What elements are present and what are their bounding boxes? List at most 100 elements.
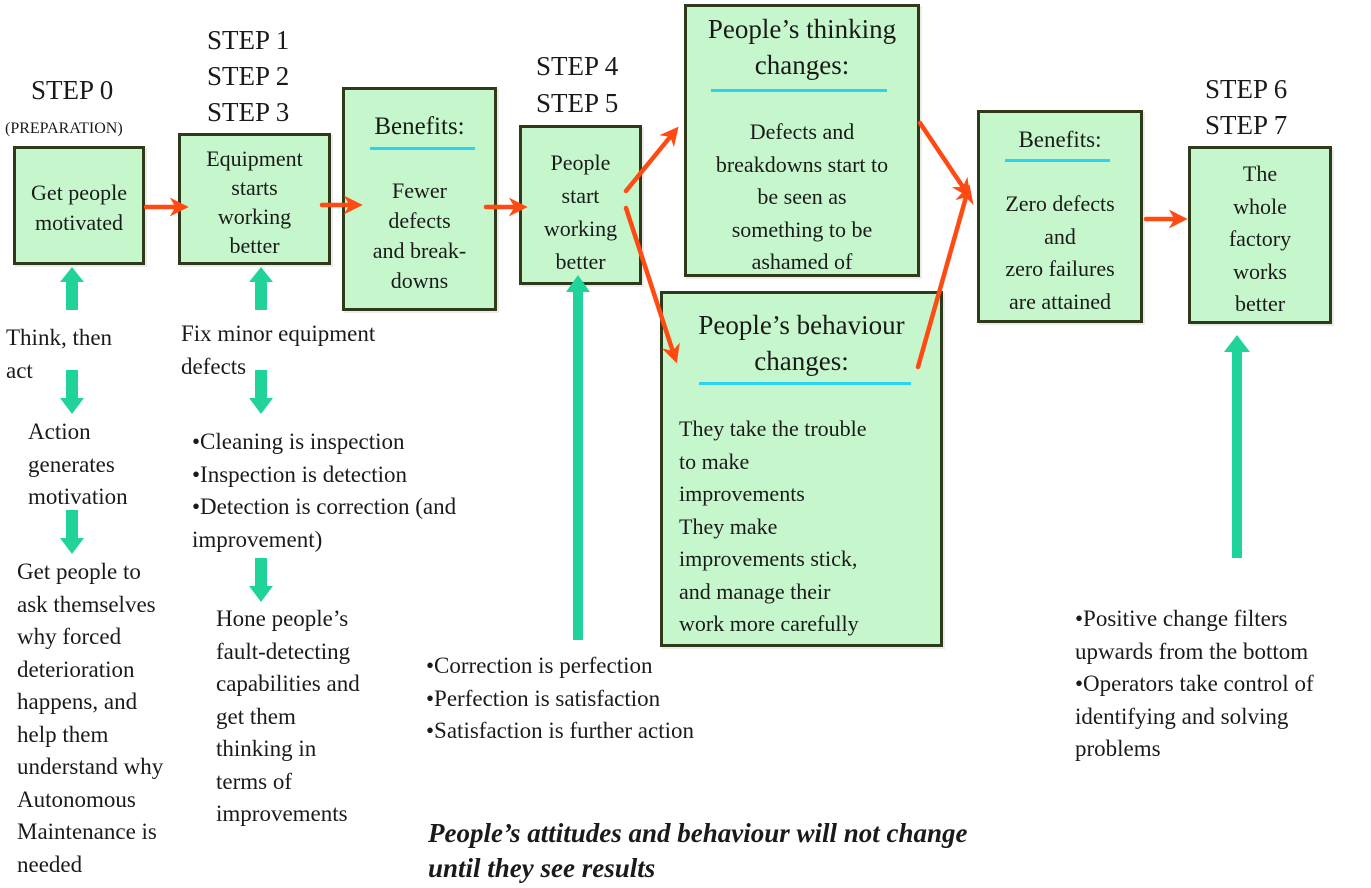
think-act-text: Think, then act bbox=[6, 322, 112, 387]
benefits-title-1: Benefits: bbox=[374, 113, 465, 140]
step-0-label: STEP 0 bbox=[31, 75, 114, 105]
box-line: Equipment bbox=[206, 146, 303, 171]
ann-line: thinking in bbox=[216, 736, 317, 761]
box-line: are attained bbox=[1009, 288, 1111, 314]
step-4-label: STEP 4 bbox=[536, 51, 619, 81]
thinking-lines: Defects and breakdowns start to be seen … bbox=[687, 116, 917, 279]
box-line: Zero defects bbox=[1005, 191, 1115, 216]
ann-line: ask themselves bbox=[17, 591, 156, 617]
box-line: Get people bbox=[31, 180, 127, 205]
flow-arrow-diagonal-icon bbox=[915, 184, 974, 370]
benefits-lines-1: Fewer defects and break- downs bbox=[345, 176, 494, 296]
ann-line: •Satisfaction is further action bbox=[426, 718, 695, 743]
ann-line: fault-detecting bbox=[216, 638, 351, 664]
ann-line: Maintenance is bbox=[17, 819, 157, 844]
box-line: People bbox=[550, 150, 611, 175]
ann-line: needed bbox=[17, 851, 83, 877]
box-line: People’s thinking bbox=[707, 14, 897, 44]
equipment-box: Equipment starts working better bbox=[178, 133, 331, 265]
box-line: something to be bbox=[731, 216, 873, 242]
benefits-box-2: Benefits: Zero defects and zero failures… bbox=[977, 110, 1143, 323]
box-line: breakdowns start to bbox=[715, 151, 889, 177]
ann-line: help them bbox=[17, 721, 109, 747]
box-line: changes: bbox=[754, 346, 849, 376]
people-working-box: People start working better bbox=[519, 125, 642, 285]
benefits-box-1: Benefits: Fewer defects and break- downs bbox=[342, 87, 497, 311]
fix-minor-text: Fix minor equipment defects bbox=[181, 318, 375, 383]
benefits-underline-1 bbox=[370, 147, 475, 150]
step-3-label: STEP 3 bbox=[207, 97, 290, 127]
thinking-box: People’s thinking changes: Defects and b… bbox=[684, 4, 920, 277]
factory-box: The whole factory works better bbox=[1188, 146, 1332, 324]
ann-line: •Cleaning is inspection bbox=[192, 429, 405, 454]
ann-line: motivation bbox=[28, 484, 128, 509]
ann-line: capabilities and bbox=[216, 671, 360, 696]
footnote-text: People’s attitudes and behaviour will no… bbox=[428, 816, 968, 886]
correction-perfection-list: •Correction is perfection •Perfection is… bbox=[426, 650, 694, 748]
support-arrow-down-icon bbox=[60, 510, 84, 554]
ann-line: act bbox=[6, 357, 33, 383]
box-line: and manage their bbox=[679, 578, 831, 604]
benefits-underline-2 bbox=[1005, 159, 1110, 162]
box-line: start bbox=[561, 183, 600, 208]
step-1-label: STEP 1 bbox=[207, 25, 290, 55]
ann-line: identifying and solving bbox=[1075, 703, 1289, 729]
flow-arrow-diagonal-icon bbox=[623, 205, 680, 364]
box-line: to make bbox=[679, 448, 750, 474]
box-line: better bbox=[229, 233, 280, 258]
box-line: downs bbox=[390, 268, 449, 293]
flow-arrow-diagonal-icon bbox=[623, 126, 679, 194]
box-line: working bbox=[217, 204, 292, 229]
ann-line: defects bbox=[181, 353, 247, 379]
factory-text: The whole factory works better bbox=[1191, 158, 1329, 321]
box-line: changes: bbox=[754, 50, 850, 80]
step-5-label: STEP 5 bbox=[536, 88, 619, 118]
box-line: better bbox=[1234, 291, 1286, 316]
ask-themselves-text: Get people to ask themselves why forced … bbox=[17, 556, 163, 881]
footnote-line: until they see results bbox=[428, 853, 656, 883]
ann-line: why forced bbox=[17, 624, 122, 649]
step-6-label: STEP 6 bbox=[1205, 74, 1288, 104]
box-line: Defects and bbox=[749, 119, 855, 144]
motivated-box-text: Get people motivated bbox=[16, 178, 142, 238]
support-arrow-up-icon bbox=[249, 267, 273, 310]
support-arrow-down-icon bbox=[60, 370, 84, 414]
box-line: starts bbox=[231, 175, 278, 200]
box-line: whole bbox=[1233, 193, 1287, 219]
box-line: improvements stick, bbox=[679, 546, 858, 571]
footnote-line: People’s attitudes and behaviour will no… bbox=[428, 818, 968, 848]
equipment-box-text: Equipment starts working better bbox=[181, 144, 328, 260]
benefits-title-2: Benefits: bbox=[1018, 127, 1102, 152]
ann-line: terms of bbox=[216, 768, 293, 794]
ann-line: improvements bbox=[216, 801, 348, 826]
ann-line: understand why bbox=[17, 754, 164, 779]
behaviour-box: People’s behaviour changes: They take th… bbox=[660, 291, 943, 647]
box-line: and break- bbox=[372, 238, 467, 263]
ann-line: Action bbox=[28, 419, 91, 444]
ann-line: Think, then bbox=[6, 325, 113, 350]
support-arrow-up-long-icon bbox=[1224, 335, 1250, 558]
box-line: and bbox=[1044, 223, 1076, 249]
behaviour-lines: They take the trouble to make improvemen… bbox=[679, 413, 867, 641]
flow-arrow-diagonal-icon bbox=[917, 120, 971, 198]
support-arrow-up-long-icon bbox=[566, 275, 590, 640]
box-line: factory bbox=[1228, 226, 1292, 251]
box-line: The bbox=[1242, 161, 1278, 186]
people-working-text: People start working better bbox=[522, 146, 639, 278]
box-line: works bbox=[1233, 258, 1287, 284]
box-line: zero failures bbox=[1005, 256, 1115, 281]
ann-line: •Positive change filters bbox=[1075, 606, 1288, 631]
box-line: be seen as bbox=[757, 184, 847, 209]
cleaning-inspection-list: •Cleaning is inspection •Inspection is d… bbox=[192, 426, 456, 556]
positive-change-list: •Positive change filters upwards from th… bbox=[1075, 603, 1314, 766]
box-line: ashamed of bbox=[751, 249, 853, 274]
ann-line: upwards from the bottom bbox=[1075, 638, 1309, 664]
support-arrow-down-icon bbox=[249, 558, 273, 602]
motivated-box: Get people motivated bbox=[13, 146, 145, 265]
box-line: defects bbox=[388, 208, 451, 233]
ann-line: deterioration bbox=[17, 656, 135, 682]
ann-line: •Perfection is satisfaction bbox=[426, 685, 661, 711]
preparation-label: (PREPARATION) bbox=[5, 120, 123, 137]
ann-line: •Correction is perfection bbox=[426, 653, 653, 678]
